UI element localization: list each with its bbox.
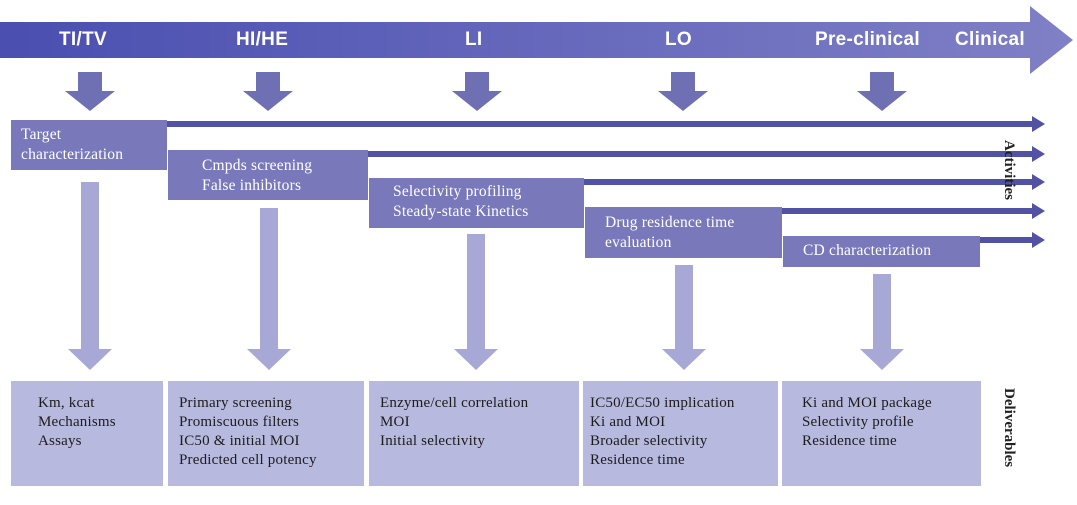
down-arrow-3 bbox=[454, 234, 498, 370]
activity-arrow-4 bbox=[780, 203, 1045, 219]
deliverable-text-line: Promiscuous filters bbox=[179, 414, 300, 430]
deliverable-text-line: IC50/EC50 implication bbox=[590, 395, 735, 411]
activity-text-line: evaluation bbox=[605, 234, 672, 251]
deliverable-text-line: Mechanisms bbox=[38, 414, 116, 430]
stage-label-clinical: Clinical bbox=[955, 29, 1025, 50]
deliverable-text-line: Predicted cell potency bbox=[179, 452, 317, 468]
stage-arrow-hi-he bbox=[243, 72, 293, 111]
stage-label-lo: LO bbox=[665, 29, 692, 50]
deliverable-text-line: IC50 & initial MOI bbox=[179, 433, 300, 449]
deliverable-text-line: Residence time bbox=[802, 433, 897, 449]
stage-label-hi-he: HI/HE bbox=[236, 29, 289, 50]
deliverable-box-ti-tv: Km, kcat Mechanisms Assays bbox=[11, 381, 163, 486]
deliverable-text-line: Primary screening bbox=[179, 395, 292, 411]
activity-text-line: Cmpds screening bbox=[202, 157, 313, 174]
deliverable-text-line: Enzyme/cell correlation bbox=[380, 395, 529, 411]
down-arrow-1 bbox=[68, 182, 112, 370]
deliverable-down-arrows bbox=[68, 182, 904, 370]
down-arrow-5 bbox=[860, 274, 904, 370]
activity-text-line: Steady-state Kinetics bbox=[393, 203, 529, 220]
deliverable-box-hi-he: Primary screening Promiscuous filters IC… bbox=[168, 381, 364, 486]
stage-label-preclinical: Pre-clinical bbox=[815, 29, 920, 50]
activity-box-cd-characterization: CD characterization bbox=[783, 236, 980, 267]
activity-text-line: CD characterization bbox=[803, 242, 932, 259]
deliverable-text-line: MOI bbox=[380, 414, 410, 430]
deliverable-text-line: Selectivity profile bbox=[802, 414, 914, 430]
activity-text-line: characterization bbox=[21, 146, 124, 163]
activity-arrow-5 bbox=[980, 232, 1045, 248]
deliverable-text-line: Assays bbox=[38, 433, 82, 449]
activity-arrow-1 bbox=[165, 116, 1045, 132]
side-label-activities: Activities bbox=[1001, 140, 1017, 200]
stage-arrow-lo bbox=[658, 72, 708, 111]
deliverable-text-line: Broader selectivity bbox=[590, 433, 708, 449]
deliverable-text-line: Initial selectivity bbox=[380, 433, 486, 449]
deliverable-box-li: Enzyme/cell correlation MOI Initial sele… bbox=[369, 381, 579, 486]
stage-down-arrows bbox=[65, 72, 907, 111]
activity-box-selectivity-profiling: Selectivity profiling Steady-state Kinet… bbox=[369, 178, 584, 228]
stage-arrow-preclinical bbox=[857, 72, 907, 111]
activity-timeline-arrows bbox=[165, 116, 1045, 248]
stage-label-li: LI bbox=[465, 29, 483, 50]
activity-arrow-2 bbox=[366, 146, 1045, 162]
stage-timeline-arrow bbox=[0, 6, 1073, 74]
deliverable-text-line: Ki and MOI package bbox=[802, 395, 932, 411]
deliverable-box-preclinical: Ki and MOI package Selectivity profile R… bbox=[782, 381, 981, 486]
deliverable-box-lo: IC50/EC50 implication Ki and MOI Broader… bbox=[583, 381, 778, 486]
activity-box-drug-residence-time: Drug residence time evaluation bbox=[585, 207, 782, 258]
down-arrow-4 bbox=[662, 265, 706, 370]
down-arrow-2 bbox=[247, 208, 291, 370]
side-label-deliverables: Deliverables bbox=[1001, 388, 1017, 468]
activity-arrow-3 bbox=[583, 174, 1045, 190]
activity-text-line: Target bbox=[21, 126, 62, 143]
activity-text-line: Drug residence time bbox=[605, 214, 735, 231]
deliverable-text-line: Ki and MOI bbox=[590, 414, 666, 430]
deliverable-text-line: Residence time bbox=[590, 452, 685, 468]
stage-arrow-li bbox=[452, 72, 502, 111]
stage-label-ti-tv: TI/TV bbox=[59, 29, 107, 50]
activity-box-target-characterization: Target characterization bbox=[11, 120, 167, 170]
deliverable-text-line: Km, kcat bbox=[38, 395, 95, 411]
stage-arrow-ti-tv bbox=[65, 72, 115, 111]
activity-box-cmpds-screening: Cmpds screening False inhibitors bbox=[168, 150, 368, 200]
activity-text-line: Selectivity profiling bbox=[393, 183, 522, 200]
activity-text-line: False inhibitors bbox=[202, 177, 302, 194]
